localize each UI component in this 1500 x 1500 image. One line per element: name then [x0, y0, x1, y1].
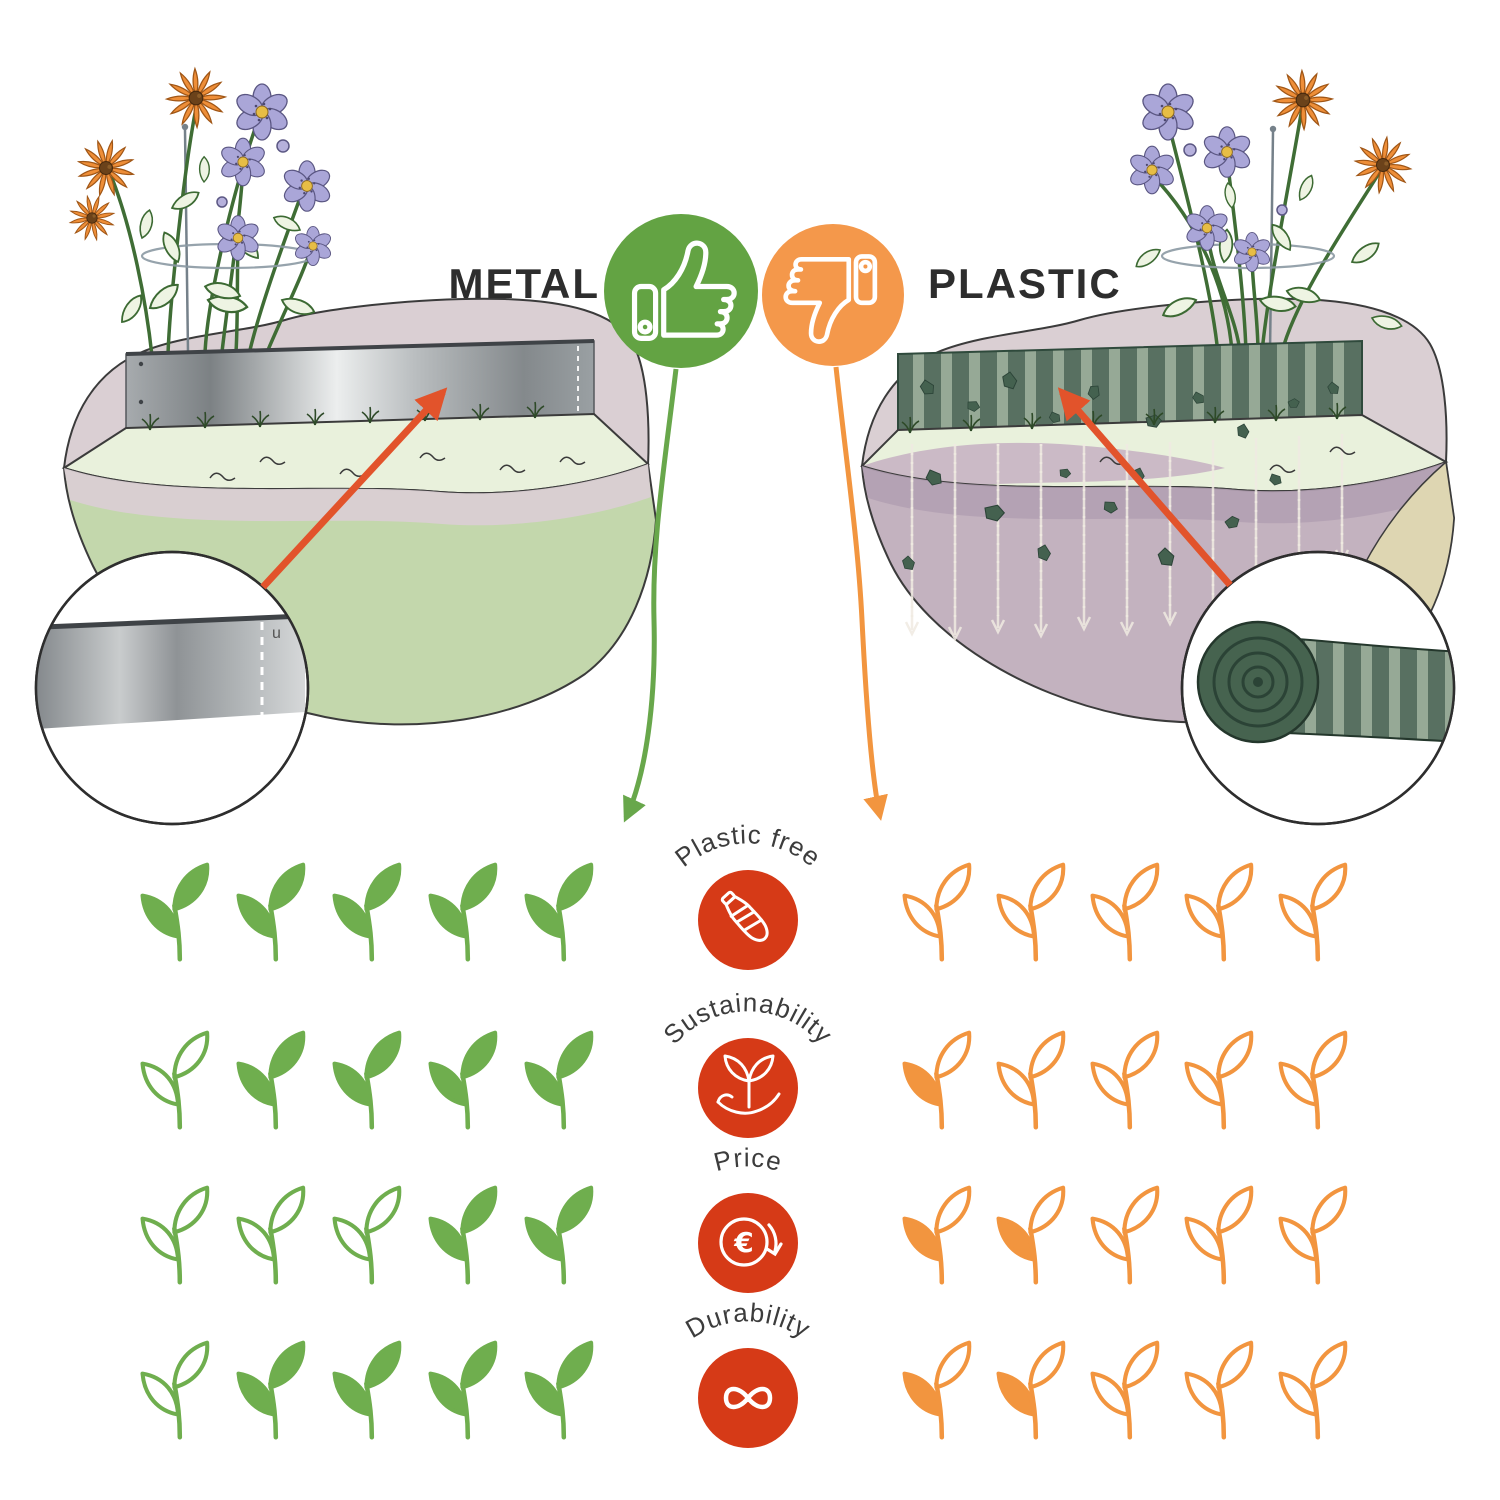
leaf-rating-icon [428, 1030, 498, 1130]
leaf-rating-icon [1184, 1030, 1254, 1130]
leaf-rating-icon [1278, 1340, 1348, 1440]
comparison-illustration: u [34, 67, 1456, 826]
leaf-rating-icon [1090, 1030, 1160, 1130]
rating-row-plastic-free: Plastic free [0, 819, 1500, 997]
rating-row-durability: Durability [0, 1297, 1500, 1475]
purple-flower [232, 83, 292, 141]
leaf-rating-icon [1090, 1340, 1160, 1440]
leaf-rating-icon [1184, 1340, 1254, 1440]
leaf-rating-icon [524, 862, 594, 962]
svg-text:€: € [733, 1226, 753, 1259]
infinity-icon [723, 1386, 773, 1410]
leaf-rating-icon [996, 1030, 1066, 1130]
metal-rating-durability [135, 1340, 605, 1440]
leaf-rating-icon [428, 1340, 498, 1440]
category-badge-durability: Durability [633, 1280, 863, 1456]
category-label: Plastic free [669, 819, 827, 872]
thumbs-down-badge [762, 224, 904, 366]
leaf-rating-icon [902, 1185, 972, 1285]
leaf-rating-icon [1184, 1185, 1254, 1285]
leaf-rating-icon [524, 1030, 594, 1130]
leaf-rating-icon [1184, 862, 1254, 962]
orange-flower [165, 67, 227, 129]
metal-rating-plastic-free [135, 862, 605, 962]
leaf-rating-icon [140, 1185, 210, 1285]
bottle-crush-icon [720, 890, 769, 942]
category-badge-art: Plastic free [669, 819, 827, 970]
category-badge-price: Price € [633, 1125, 863, 1301]
rating-row-sustainability: Sustainability [0, 987, 1500, 1165]
metal-rating-price [135, 1185, 605, 1285]
metal-connector-arrow [623, 368, 679, 823]
leaf-rating-icon [236, 1030, 306, 1130]
category-label: Price [711, 1142, 786, 1177]
plastic-rating-plastic-free [897, 862, 1359, 962]
category-label: Durability [680, 1297, 816, 1344]
leaf-rating-icon [524, 1185, 594, 1285]
metal-closeup-magnifier: u [34, 550, 310, 826]
flowers-right [1127, 69, 1417, 356]
leaf-rating-icon [236, 1185, 306, 1285]
leaf-rating-icon [428, 862, 498, 962]
category-badge-sustainability: Sustainability [633, 970, 863, 1146]
plastic-rating-sustainability [897, 1030, 1359, 1130]
leaf-rating-icon [332, 1185, 402, 1285]
metal-edging-strip [125, 339, 595, 432]
leaf-rating-icon [1278, 862, 1348, 962]
plastic-rating-durability [897, 1340, 1359, 1440]
plastic-pointer-arrow [1057, 387, 1233, 588]
category-badge-art: Price € [698, 1142, 798, 1293]
leaf-rating-icon [428, 1185, 498, 1285]
category-badge-art: Durability [680, 1297, 816, 1448]
metal-rating-sustainability [135, 1030, 605, 1130]
euro-down-icon: € [719, 1217, 783, 1267]
leaf-rating-icon [140, 1340, 210, 1440]
leaf-rating-icon [996, 862, 1066, 962]
leaf-rating-icon [996, 1185, 1066, 1285]
leaf-rating-icon [236, 862, 306, 962]
svg-text:u: u [272, 625, 281, 642]
plastic-title: PLASTIC [928, 260, 1122, 307]
leaf-rating-icon [1090, 862, 1160, 962]
leaf-rating-icon [902, 862, 972, 962]
plastic-rating-price [897, 1185, 1359, 1285]
leaf-rating-icon [524, 1340, 594, 1440]
rating-row-price: Price € [0, 1142, 1500, 1320]
metal-scene: u [34, 67, 658, 826]
plastic-closeup-magnifier [1180, 550, 1456, 826]
hand-sprout-icon [716, 1054, 781, 1115]
metal-title: METAL [448, 260, 600, 307]
leaf-rating-icon [140, 1030, 210, 1130]
leaf-rating-icon [140, 862, 210, 962]
metal-pointer-arrow [260, 387, 448, 590]
leaf-rating-icon [332, 1340, 402, 1440]
category-badge-art: Sustainability [657, 987, 838, 1138]
plastic-scene [860, 69, 1456, 826]
plastic-connector-arrow [833, 366, 888, 821]
flowers-left [65, 67, 334, 358]
leaf-rating-icon [236, 1340, 306, 1440]
leaf-rating-icon [996, 1340, 1066, 1440]
thumbs-up-badge [604, 214, 758, 368]
category-badge-plastic-free: Plastic free [633, 802, 863, 978]
leaf-rating-icon [332, 862, 402, 962]
leaf-rating-icon [332, 1030, 402, 1130]
leaf-rating-icon [1278, 1185, 1348, 1285]
leaf-rating-icon [1090, 1185, 1160, 1285]
leaf-rating-icon [902, 1030, 972, 1130]
leaf-rating-icon [1278, 1030, 1348, 1130]
leaf-rating-icon [902, 1340, 972, 1440]
